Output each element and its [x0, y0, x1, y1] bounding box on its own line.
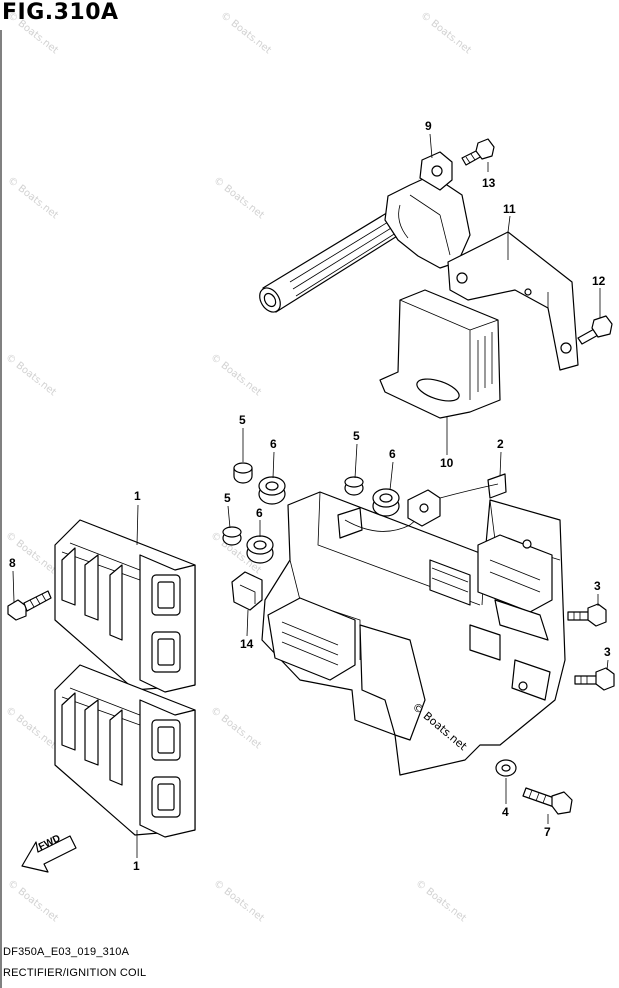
- callout-10[interactable]: 10: [440, 456, 454, 470]
- collar-5b[interactable]: [344, 476, 364, 496]
- fwd-arrow-icon: [21, 835, 77, 873]
- leader-lines: [12, 133, 609, 858]
- callout-5-c[interactable]: 5: [224, 491, 231, 505]
- bracket-11[interactable]: [447, 231, 579, 371]
- callout-1-bottom[interactable]: 1: [133, 859, 140, 873]
- bolt-13[interactable]: [461, 138, 495, 166]
- callout-4[interactable]: 4: [502, 805, 509, 819]
- grommet-6c[interactable]: [246, 535, 274, 564]
- callout-13[interactable]: 13: [482, 176, 496, 190]
- grommet-6a[interactable]: [258, 476, 286, 505]
- callout-1-top[interactable]: 1: [134, 489, 141, 503]
- bolt-3-lower[interactable]: [574, 667, 615, 691]
- rectifier-regulator-top[interactable]: [54, 519, 196, 693]
- coil-cover-10[interactable]: [379, 289, 501, 419]
- callout-3-upper[interactable]: 3: [594, 579, 601, 593]
- rectifier-regulator-bottom[interactable]: [54, 664, 196, 838]
- callout-3-lower[interactable]: 3: [604, 645, 611, 659]
- collar-5c[interactable]: [222, 526, 242, 546]
- washer-4[interactable]: [495, 759, 517, 777]
- grommet-6b[interactable]: [372, 488, 400, 517]
- callout-6-c[interactable]: 6: [256, 506, 263, 520]
- rectifier-holder-2[interactable]: [261, 473, 566, 776]
- bolt-3-upper[interactable]: [567, 603, 607, 627]
- callout-6-b[interactable]: 6: [389, 447, 396, 461]
- clamp-14[interactable]: [231, 571, 263, 611]
- callout-6-a[interactable]: 6: [270, 437, 277, 451]
- callout-9[interactable]: 9: [425, 119, 432, 133]
- callout-7[interactable]: 7: [544, 825, 551, 839]
- callout-2[interactable]: 2: [497, 437, 504, 451]
- collar-5a[interactable]: [233, 462, 253, 484]
- bolt-12[interactable]: [577, 315, 613, 345]
- ignition-coil[interactable]: [255, 151, 471, 316]
- bolt-7[interactable]: [522, 787, 573, 815]
- callout-5-a[interactable]: 5: [239, 413, 246, 427]
- callout-8[interactable]: 8: [9, 556, 16, 570]
- callout-11[interactable]: 11: [503, 202, 516, 216]
- figure-title: FIG.310A: [2, 0, 119, 25]
- wire-clip[interactable]: [407, 489, 441, 527]
- figure-code: DF350A_E03_019_310A: [3, 946, 130, 958]
- callout-5-b[interactable]: 5: [353, 429, 360, 443]
- bolt-8[interactable]: [7, 590, 52, 621]
- callout-12[interactable]: 12: [592, 274, 606, 288]
- figure-caption: RECTIFIER/IGNITION COIL: [3, 967, 147, 979]
- callout-14[interactable]: 14: [240, 637, 254, 651]
